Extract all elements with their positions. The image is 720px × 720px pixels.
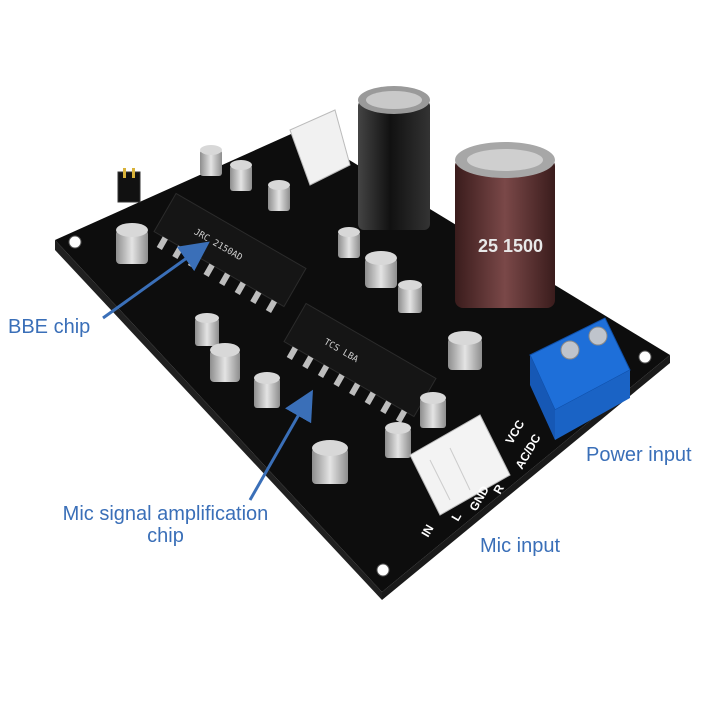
jumper-header [117,168,141,203]
mic-input-callout: Mic input [480,535,561,557]
bbe-chip-callout: BBE chip [8,316,91,338]
mic-chip-arrow [248,389,313,501]
top-connector [289,109,351,186]
mic-input-connector [409,414,511,516]
mount-hole [376,563,390,577]
pcb-board-edge [55,240,382,600]
smd-capacitors [116,145,482,484]
big-cap-text: 25 1500 [478,236,543,256]
bbe-chip-arrow [102,241,210,320]
mount-hole [638,350,652,364]
mic-amp-callout-line1: Mic signal amplification [62,503,269,525]
power-terminal-block [529,317,631,440]
mic-amp-callout-line2: chip [147,525,184,547]
mic-amp-callout: Mic signal amplification chip [48,503,283,547]
pcb-board-edge-right [382,355,670,600]
black-capacitor [358,86,430,230]
large-brown-capacitor: 25 1500 [455,142,555,308]
mic-amp-chip: TCS LBA [283,302,437,423]
mount-hole [68,235,82,249]
power-input-callout: Power input [586,444,692,466]
